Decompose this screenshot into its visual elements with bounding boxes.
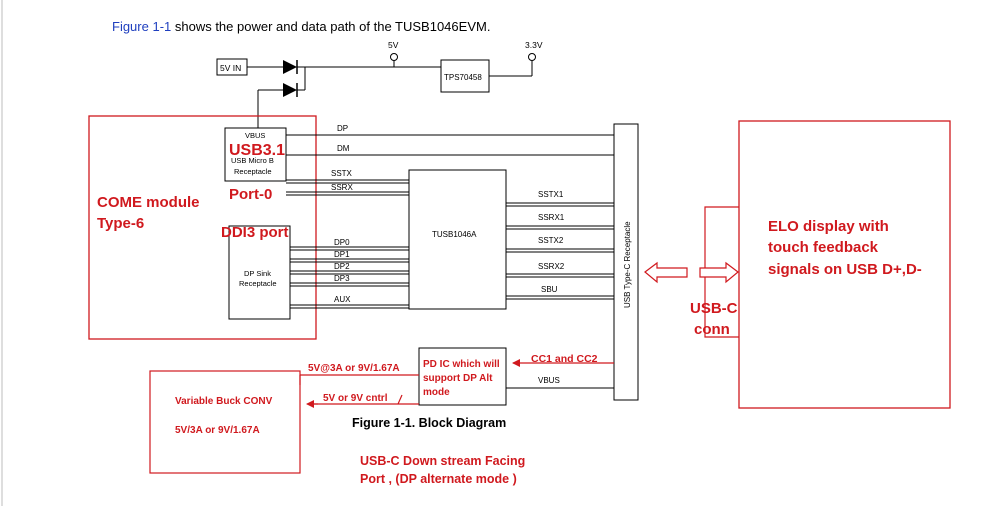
- intro-sentence: Figure 1-1 shows the power and data path…: [112, 19, 490, 34]
- dfp-label-1: USB-C Down stream Facing: [360, 454, 525, 468]
- dp2-label: DP2: [334, 262, 350, 271]
- elo-display-box: [738, 120, 951, 409]
- usb-type-c-receptacle-label: USB Type-C Receptacle: [623, 221, 632, 308]
- pd-ic-label-3: mode: [423, 387, 450, 398]
- right-hollow-arrow-icon: [699, 261, 739, 284]
- usb-c-conn-label-2: conn: [694, 321, 730, 338]
- rail-5v-label: 5V: [388, 40, 399, 50]
- elo-label-1: ELO display with: [768, 218, 889, 235]
- input-5v-label: 5V IN: [220, 63, 241, 73]
- intro-rest: shows the power and data path of the TUS…: [171, 19, 490, 34]
- diode-1-icon: [283, 60, 297, 74]
- ctrl-label: 5V or 9V cntrl: [323, 393, 388, 404]
- dp0-label: DP0: [334, 238, 350, 247]
- cc-label: CC1 and CC2: [531, 353, 598, 365]
- dp-sink-name-2: Receptacle: [239, 279, 277, 288]
- elo-label-2: touch feedback: [768, 239, 879, 256]
- usb-type-c-receptacle-box: [613, 123, 639, 401]
- port0-label: Port-0: [229, 186, 272, 203]
- usb-micro-b-box: [224, 127, 287, 182]
- regulator-label: TPS70458: [444, 73, 482, 82]
- vbus-right-label: VBUS: [538, 376, 560, 385]
- dp-sink-name-1: DP Sink: [244, 269, 271, 278]
- rail-5v-terminal: [390, 53, 398, 61]
- usb-micro-b-vbus: VBUS: [245, 131, 265, 140]
- sbu-label: SBU: [541, 285, 558, 294]
- elo-label-3: signals on USB D+,D-: [768, 261, 922, 278]
- sstx1-label: SSTX1: [538, 190, 564, 199]
- pd-ic-label-2: support DP Alt: [423, 373, 493, 384]
- dp-label: DP: [337, 124, 348, 133]
- diode-2-icon: [283, 83, 297, 97]
- tusb1046a-label: TUSB1046A: [432, 230, 477, 239]
- buck-label-1: Variable Buck CONV: [175, 396, 273, 407]
- come-label-1: COME module: [97, 194, 200, 211]
- usb-c-conn-label-1: USB-C: [690, 300, 738, 317]
- rail-3v3-terminal: [528, 53, 536, 61]
- come-module-outline: [88, 115, 317, 340]
- tusb1046a-box: [408, 169, 507, 310]
- usb-micro-b-name-1: USB Micro B: [231, 156, 274, 165]
- dp3-label: DP3: [334, 274, 350, 283]
- rail-3v3-label: 3.3V: [525, 40, 543, 50]
- ddi3-label: DDI3 port: [221, 224, 289, 241]
- dp-sink-box: [228, 225, 291, 320]
- ssrx-label: SSRX: [331, 183, 353, 192]
- sstx-label: SSTX: [331, 169, 353, 178]
- dp1-label: DP1: [334, 250, 350, 259]
- buck-converter-box: [149, 370, 301, 474]
- dfp-label-2: Port , (DP alternate mode ): [360, 472, 517, 486]
- usb-micro-b-name-2: Receptacle: [234, 167, 272, 176]
- aux-label: AUX: [334, 295, 351, 304]
- left-hollow-arrow-icon: [644, 261, 688, 284]
- come-label-2: Type-6: [97, 215, 144, 232]
- ssrx1-label: SSRX1: [538, 213, 565, 222]
- ssrx2-label: SSRX2: [538, 262, 565, 271]
- pd-ic-box: [418, 347, 507, 406]
- dm-label: DM: [337, 144, 350, 153]
- power-out-label: 5V@3A or 9V/1.67A: [308, 363, 400, 374]
- figure-link[interactable]: Figure 1-1: [112, 19, 171, 34]
- pd-ic-label-1: PD IC which will: [423, 359, 500, 370]
- ctrl-line: [308, 394, 419, 405]
- usb31-label: USB3.1: [229, 142, 285, 159]
- figure-caption: Figure 1-1. Block Diagram: [352, 416, 506, 430]
- buck-label-2: 5V/3A or 9V/1.67A: [175, 425, 260, 436]
- sstx2-label: SSTX2: [538, 236, 564, 245]
